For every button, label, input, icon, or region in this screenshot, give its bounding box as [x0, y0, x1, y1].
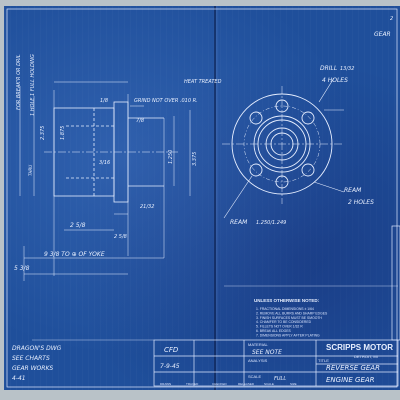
dim-1-8: 1/8: [100, 98, 108, 104]
footer-column-label: TRACED: [186, 382, 199, 386]
ream-left-label: REAM: [230, 219, 248, 226]
drawing-date: 7-9-45: [160, 363, 180, 370]
footer-column-label: SCALE: [264, 382, 274, 386]
footer-column-label: CHECKED: [212, 382, 228, 386]
note-line: 4. CHAMFER TO BE CONSIDERED: [256, 320, 312, 324]
title-block-footer: DRAWN TRACED CHECKED RELEASED SCALE SIZE: [160, 382, 297, 386]
assembly-name: ENGINE GEAR: [326, 376, 375, 384]
dim-2-5-8: 2 5/8: [70, 222, 86, 229]
four-holes-label: 4 HOLES: [322, 77, 348, 84]
sheet-fold-line: [214, 6, 216, 390]
note-line: 7. DIMENSIONS APPLY AFTER PLATING: [256, 333, 320, 337]
cfd-initials: CFD: [164, 346, 179, 354]
drill-label: DRILL: [320, 65, 337, 72]
gear-label: GEAR: [374, 31, 391, 38]
one-hole-note: 1 HOLE 1 FULL HOLDING: [30, 54, 36, 116]
footer-column-label: RELEASED: [238, 382, 255, 386]
material-value: SEE NOTE: [252, 349, 282, 356]
two-holes-label: 2 HOLES: [348, 199, 374, 206]
front-view: [222, 77, 345, 219]
heat-treated-label: HEAT TREATED: [184, 79, 222, 85]
dim-1-875: 1.875: [60, 126, 66, 140]
note-line: 6. BREAK ALL EDGES: [256, 329, 291, 333]
scale-label: SCALE: [248, 374, 261, 379]
dim-2-375: 2.375: [40, 126, 46, 140]
footer-column-label: DRAWN: [160, 382, 171, 386]
left-title-3: GEAR WORKS: [12, 365, 53, 372]
for-breaker-note: FOR BREAK'R OR DRIL: [16, 54, 22, 110]
notes-list: 1. FRACTIONAL DIMENSIONS ± 1/642. REMOVE…: [256, 307, 328, 337]
note-line: 2. REMOVE ALL BURRS AND SHARP EDGES: [256, 311, 328, 315]
sheet-number: 2: [390, 16, 393, 22]
dim-5-3-8: 5 3/8: [14, 265, 30, 272]
blueprint-sheet: HEAT TREATED GRIND NOT OVER .010 R. FOR …: [4, 6, 400, 390]
drill-size: 13/32: [340, 66, 354, 72]
left-title-1: DRAGON'S DWG: [12, 345, 62, 352]
dim-3-16: 3/16: [99, 160, 110, 166]
note-line: 3. FINISH SURFACES MUST BE SMOOTH: [256, 316, 322, 320]
footer-column-label: SIZE: [290, 382, 297, 386]
material-label: MATERIAL: [248, 342, 268, 347]
note-line: 1. FRACTIONAL DIMENSIONS ± 1/64: [256, 307, 314, 311]
drawing-border: [6, 8, 398, 388]
part-name: REVERSE GEAR: [326, 364, 380, 372]
ream-left-value: 1.250/1.249: [256, 220, 286, 226]
dim-7-8: 7/8: [136, 118, 144, 124]
notes-heading: UNLESS OTHERWISE NOTED:: [254, 298, 320, 303]
dim-3-375: 3.375: [192, 152, 198, 166]
dim-2-5-8-b: 2 5/8: [114, 234, 127, 240]
grind-note: GRIND NOT OVER .010 R.: [134, 98, 198, 104]
title-block: [32, 225, 400, 387]
blueprint-drawing: HEAT TREATED GRIND NOT OVER .010 R. FOR …: [6, 8, 400, 388]
ream-right-label: REAM: [344, 187, 362, 194]
left-title-4: 4-41: [12, 375, 26, 382]
dim-to-yoke: 9 3/8 TO ⊕ OF YOKE: [44, 251, 105, 258]
thru-label: THRU: [28, 165, 33, 176]
analysis-label: ANALYSIS: [248, 358, 268, 363]
side-view: [19, 81, 191, 281]
title-label: TITLE: [318, 358, 329, 363]
left-title-2: SEE CHARTS: [12, 355, 50, 362]
company-name: SCRIPPS MOTOR: [326, 343, 393, 352]
note-line: 5. FILLETS NOT OVER 1/32 R: [256, 325, 303, 329]
scale-value: FULL: [274, 376, 286, 382]
dim-21-32: 21/32: [140, 204, 154, 210]
dim-1-250: 1.250: [168, 150, 174, 164]
company-city: DETROIT, MI: [354, 354, 378, 359]
